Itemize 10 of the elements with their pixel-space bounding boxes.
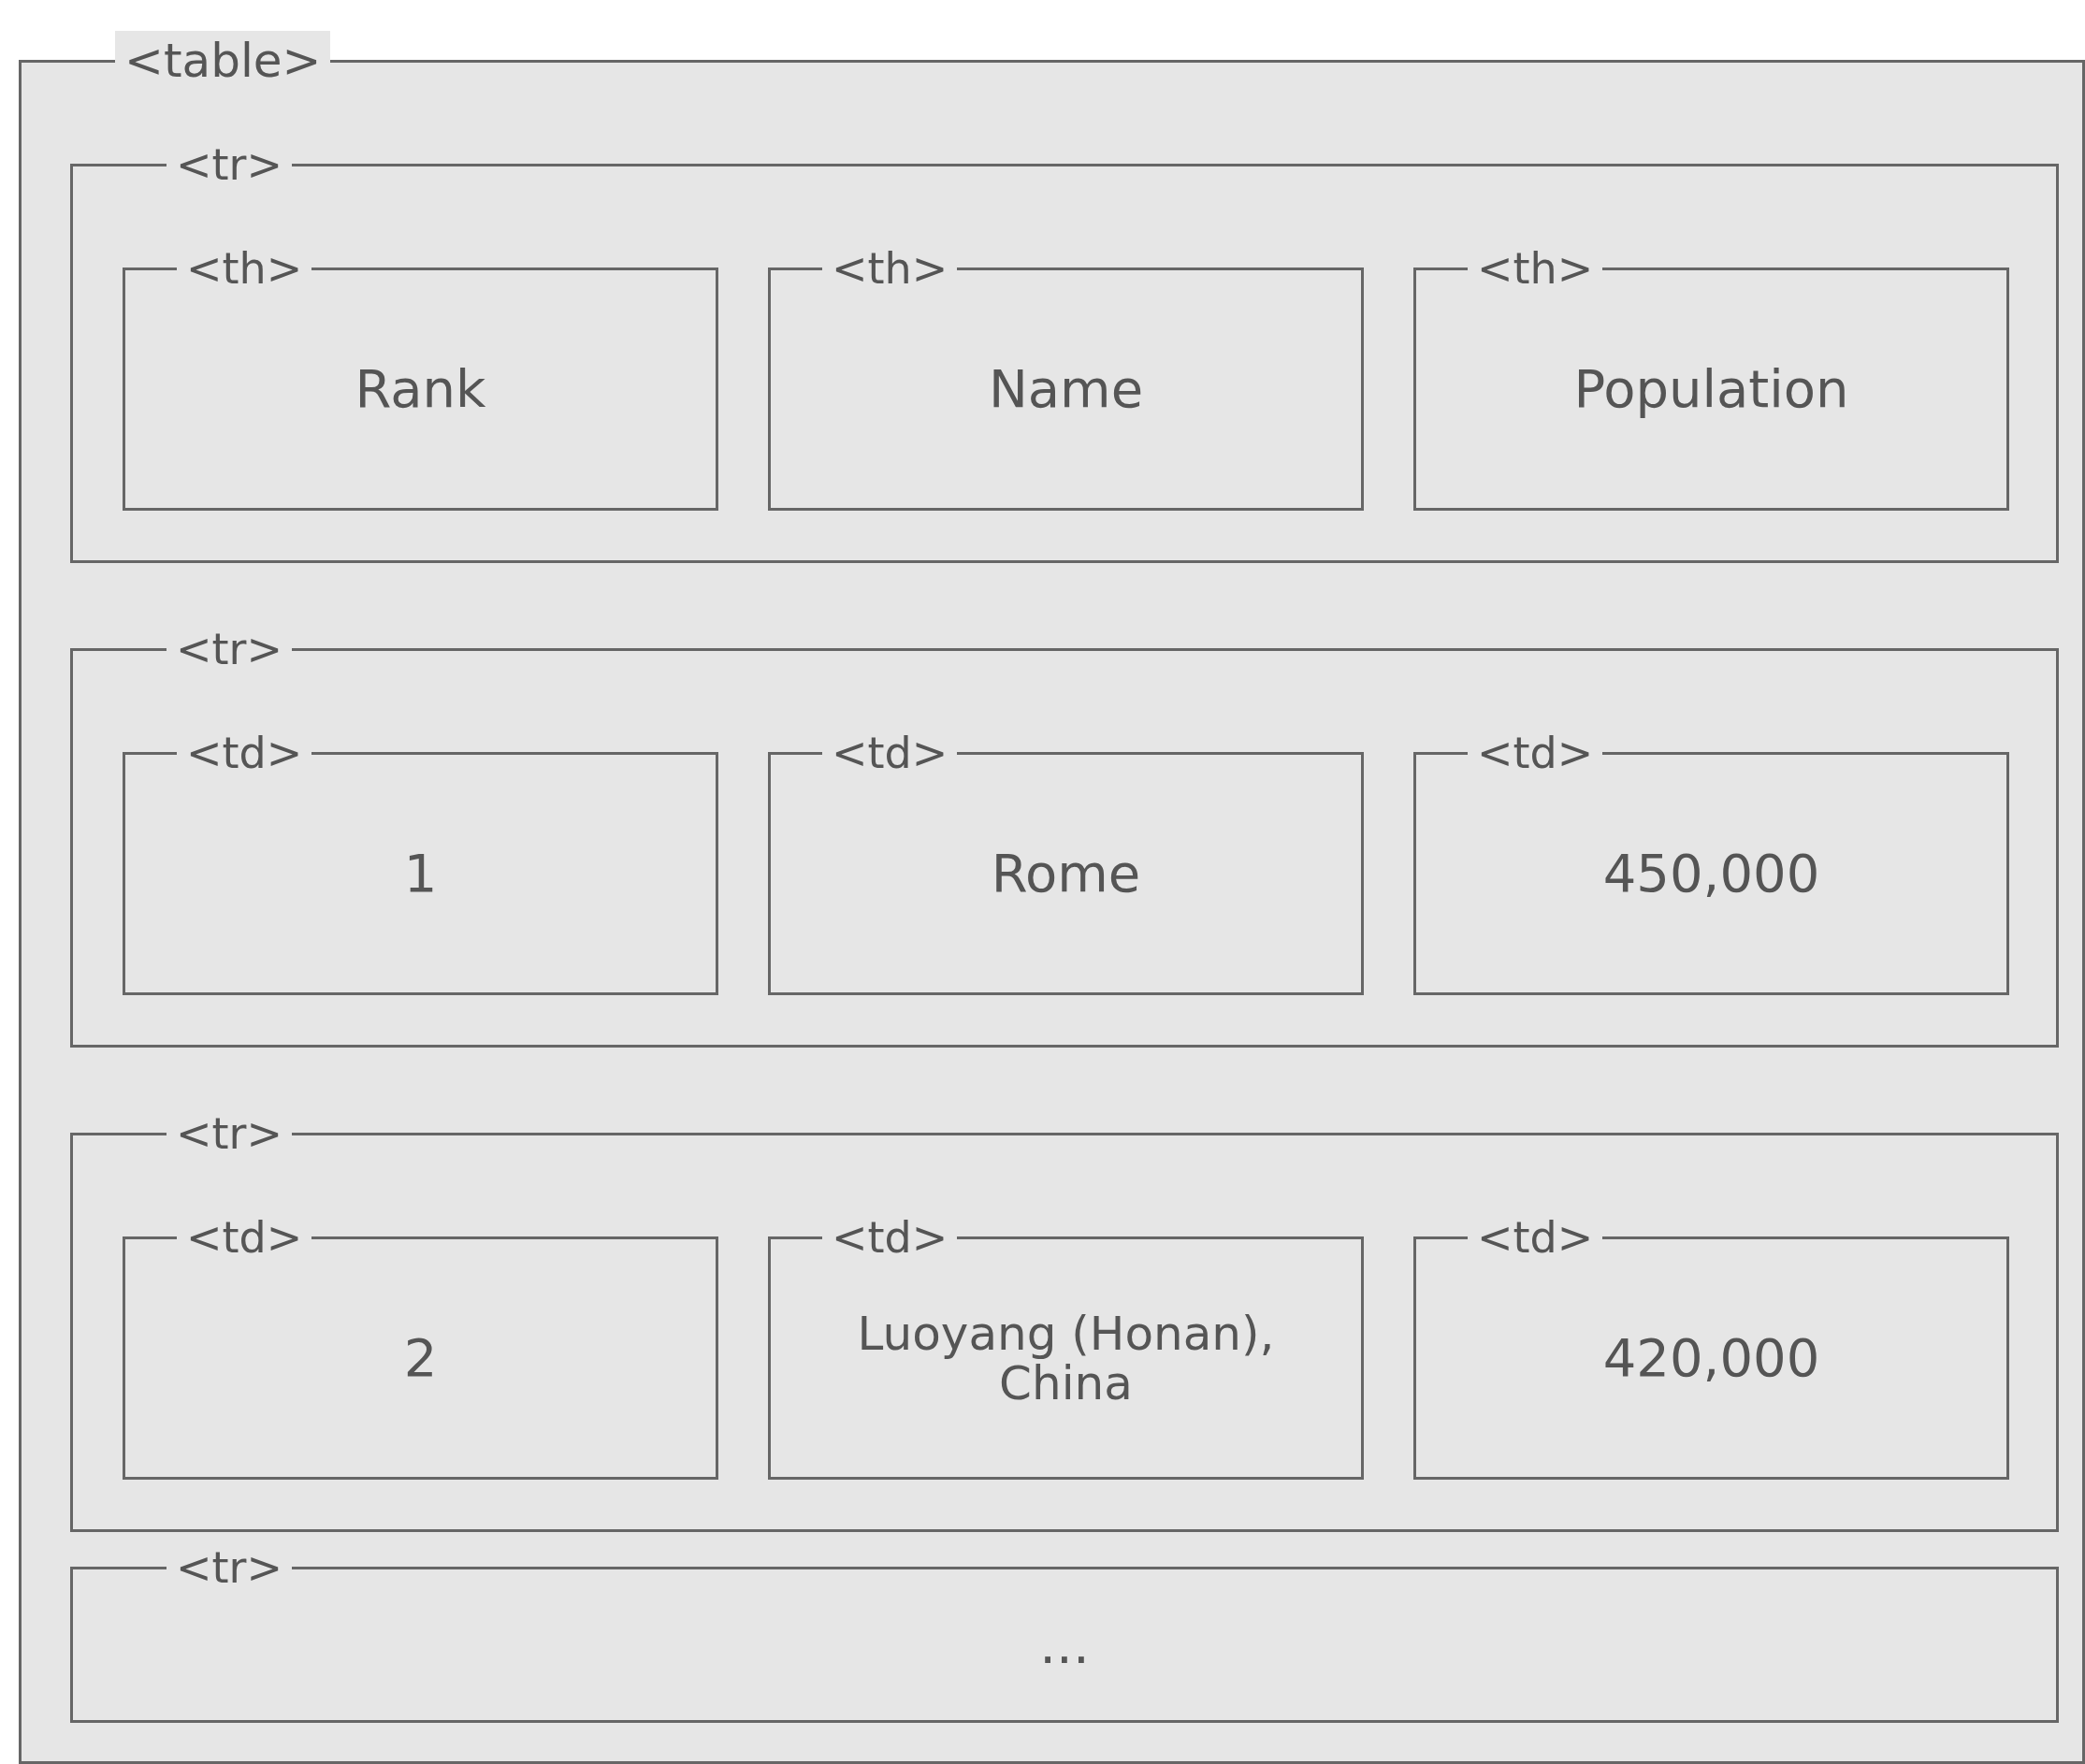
cell-text: ... [1038, 1617, 1091, 1672]
cell-text: 2 [402, 1330, 439, 1386]
cell-text: Rome [990, 846, 1142, 902]
cell-text: Luoyang (Honan), China [856, 1309, 1276, 1408]
cell-text: Name [987, 361, 1145, 417]
cell-text: Population [1572, 361, 1850, 417]
cell-text: Rank [354, 361, 487, 417]
cell-text: 1 [402, 846, 439, 902]
cell-text: 450,000 [1601, 846, 1821, 902]
cell-text: 420,000 [1601, 1330, 1821, 1386]
